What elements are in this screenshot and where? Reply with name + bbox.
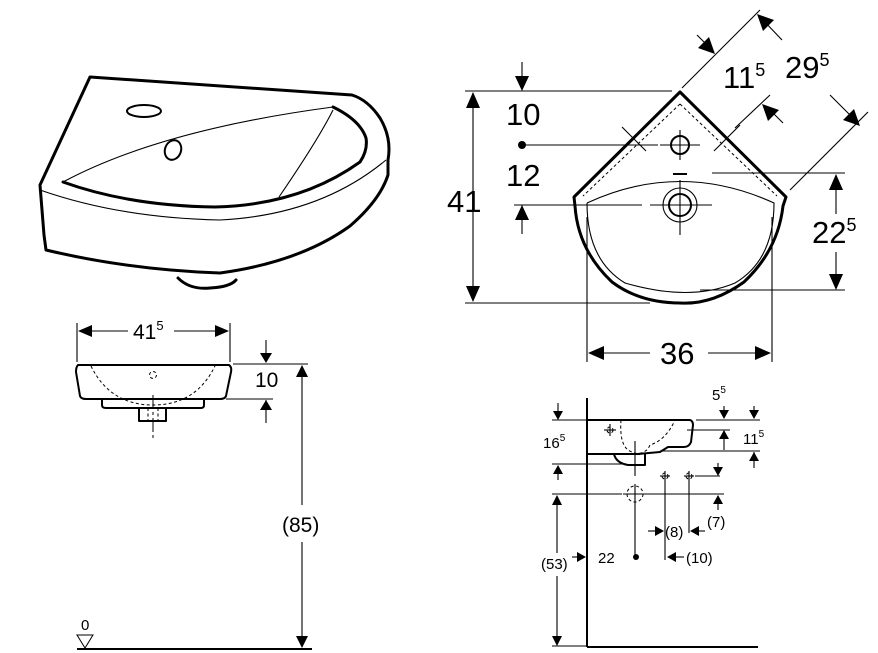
dim-supply-spacing: (8) [665, 524, 683, 541]
tap-marker [604, 424, 616, 436]
dim-front-width: 41 [133, 321, 156, 344]
overflow-hole [163, 139, 183, 161]
dim-bowl-width: 36 [660, 336, 694, 371]
dim-overall-height: 16 [543, 435, 560, 452]
dim-drain-height: (53) [541, 556, 568, 573]
dim-side-length: 29 [785, 50, 819, 85]
perspective-view [38, 75, 391, 290]
tap-hole [126, 104, 162, 118]
dim-supply-from-drain: (10) [686, 550, 713, 567]
dim-floor-level: 0 [81, 617, 89, 634]
supply-marker-1 [660, 471, 670, 560]
dim-supply-offset: (7) [707, 514, 725, 531]
dim-drain-label: 22 [598, 550, 615, 567]
dim-bowl-height: 11 [743, 431, 759, 448]
floor-level-marker [76, 634, 94, 649]
dim-tap-to-drain: 12 [506, 158, 540, 193]
dim-mounting-height: (85) [282, 514, 319, 537]
front-view: 415 10 (85) 0 [75, 318, 319, 650]
svg-text:295: 295 [785, 50, 830, 85]
dim-rim-offset: 5 [712, 387, 720, 404]
svg-text:115: 115 [723, 60, 765, 95]
svg-text:225: 225 [812, 215, 857, 250]
dim-corner-to-tap: 11 [723, 60, 755, 95]
side-view: 165 55 115 (7) (8) (10) 22 [541, 385, 765, 648]
svg-text:415: 415 [133, 318, 164, 344]
svg-text:55: 55 [712, 385, 726, 404]
dim-overall-depth: 41 [447, 184, 481, 219]
svg-text:115: 115 [743, 429, 765, 448]
dim-bowl-depth: 22 [812, 215, 846, 250]
supply-marker-2 [684, 471, 694, 533]
top-view: 41 10 12 225 36 295 [447, 9, 869, 371]
dim-rim-height: 10 [255, 369, 278, 392]
svg-text:165: 165 [543, 433, 566, 452]
dim-tap-offset: 10 [506, 97, 540, 132]
